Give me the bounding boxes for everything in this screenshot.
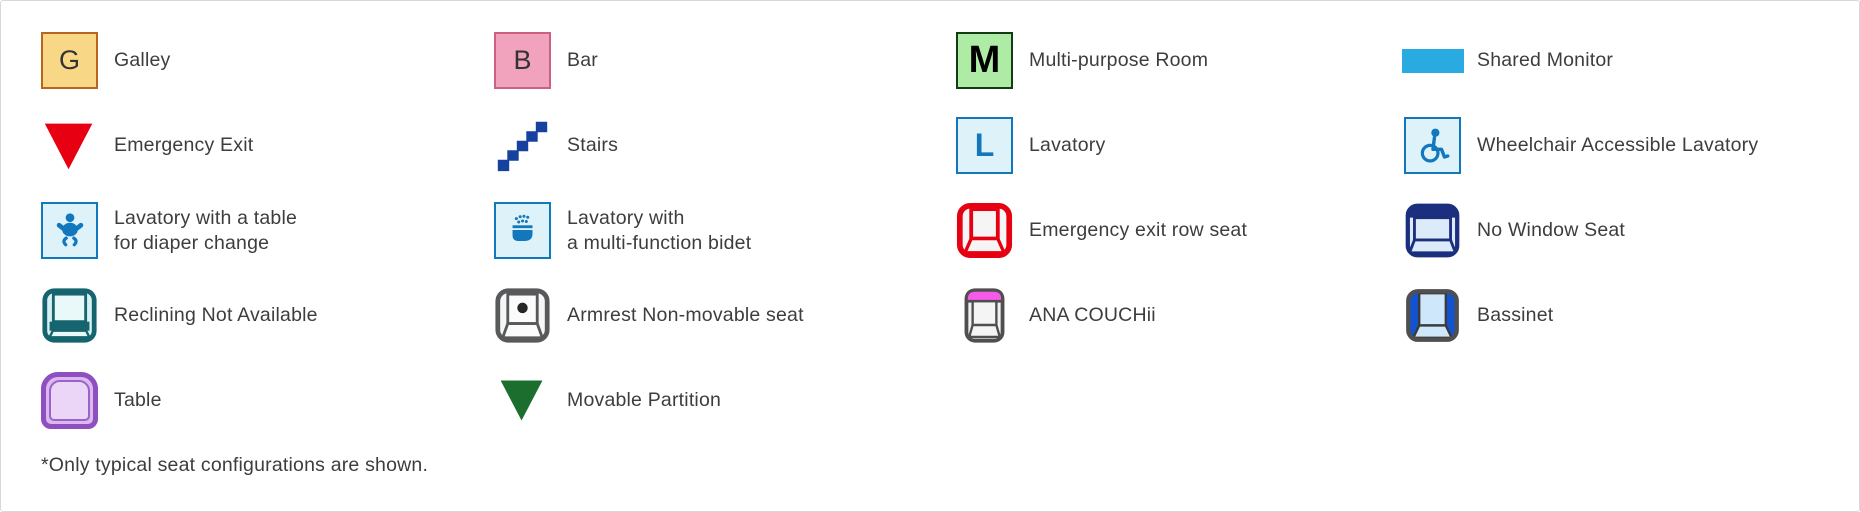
legend-item-bar: B Bar <box>494 32 956 89</box>
legend-item-label: Lavatory with a multi-function bidet <box>567 206 752 254</box>
legend-item-multi-purpose-room: M Multi-purpose Room <box>956 32 1404 89</box>
legend-item-table: Table <box>41 372 494 429</box>
armrest-non-movable-seat-icon <box>495 288 550 343</box>
wheelchair-icon <box>1420 128 1449 163</box>
lavatory-letter: L <box>974 127 995 163</box>
diaper-lavatory-square <box>41 202 98 259</box>
legend-item-wheelchair-accessible-lavatory: Wheelchair Accessible Lavatory <box>1404 117 1859 174</box>
legend-item-label: Table <box>114 389 162 412</box>
legend-item-emergency-exit-row-seat: Emergency exit row seat <box>956 202 1404 259</box>
legend-item-label: Armrest Non-movable seat <box>567 304 804 327</box>
legend-item-label: No Window Seat <box>1477 219 1626 242</box>
shared-monitor-icon <box>1401 48 1464 73</box>
legend-item-armrest-non-movable: Armrest Non-movable seat <box>494 287 956 344</box>
legend-item-label: Stairs <box>567 134 619 157</box>
bar-square-icon: B <box>494 32 551 89</box>
multi-purpose-room-square-icon: M <box>956 32 1013 89</box>
legend-item-label: Lavatory <box>1029 134 1106 157</box>
legend-item-lavatory: L Lavatory <box>956 117 1404 174</box>
legend-item-label: Lavatory with a table for diaper change <box>114 206 298 254</box>
bidet-icon <box>512 214 532 241</box>
legend-item-movable-partition: Movable Partition <box>494 372 956 429</box>
legend-item-ana-couchii: ANA COUCHii <box>956 287 1404 344</box>
table-icon <box>41 372 98 429</box>
legend-item-label: Bar <box>567 49 598 72</box>
emergency-exit-triangle-icon <box>44 123 93 170</box>
galley-letter: G <box>58 45 80 75</box>
movable-partition-triangle-icon <box>500 380 543 421</box>
legend-item-label: Galley <box>114 49 171 72</box>
bidet-lavatory-square <box>494 202 551 259</box>
legend-item-label: Shared Monitor <box>1477 49 1614 72</box>
legend-item-label: Movable Partition <box>567 389 722 412</box>
legend-grid: G Galley B Bar M Multi-purpose Room <box>1 1 1859 443</box>
legend-item-label: Emergency exit row seat <box>1029 219 1248 242</box>
legend-item-label: Emergency Exit <box>114 134 254 157</box>
legend-item-label: Bassinet <box>1477 304 1554 327</box>
legend-item-shared-monitor: Shared Monitor <box>1401 32 1859 89</box>
stairs-icon <box>497 121 548 172</box>
baby-icon <box>56 212 83 246</box>
wheelchair-lavatory-square <box>1404 117 1461 174</box>
legend-item-no-window-seat: No Window Seat <box>1404 202 1859 259</box>
bar-letter: B <box>513 45 532 75</box>
lavatory-square-icon: L <box>956 117 1013 174</box>
galley-square-icon: G <box>41 32 98 89</box>
legend-item-label: Wheelchair Accessible Lavatory <box>1477 134 1759 157</box>
multi-purpose-room-letter: M <box>968 39 1001 81</box>
legend-item-label: Multi-purpose Room <box>1029 49 1209 72</box>
legend-item-lavatory-bidet: Lavatory with a multi-function bidet <box>494 202 956 259</box>
reclining-not-available-seat-icon <box>42 288 97 343</box>
legend-item-stairs: Stairs <box>494 117 956 174</box>
legend-item-label: Reclining Not Available <box>114 304 318 327</box>
bassinet-seat-icon <box>1406 289 1459 342</box>
legend-footnote: *Only typical seat configurations are sh… <box>41 454 429 476</box>
legend-item-bassinet: Bassinet <box>1404 287 1859 344</box>
legend-item-lavatory-diaper-change: Lavatory with a table for diaper change <box>41 202 494 259</box>
legend-item-reclining-not-available: Reclining Not Available <box>41 287 494 344</box>
legend-item-label: ANA COUCHii <box>1029 304 1156 327</box>
legend-item-galley: G Galley <box>41 32 494 89</box>
ana-couchii-seat-icon <box>964 288 1005 343</box>
legend-item-emergency-exit: Emergency Exit <box>41 117 494 174</box>
emergency-exit-row-seat-icon <box>956 202 1013 259</box>
no-window-seat-icon <box>1405 203 1460 258</box>
